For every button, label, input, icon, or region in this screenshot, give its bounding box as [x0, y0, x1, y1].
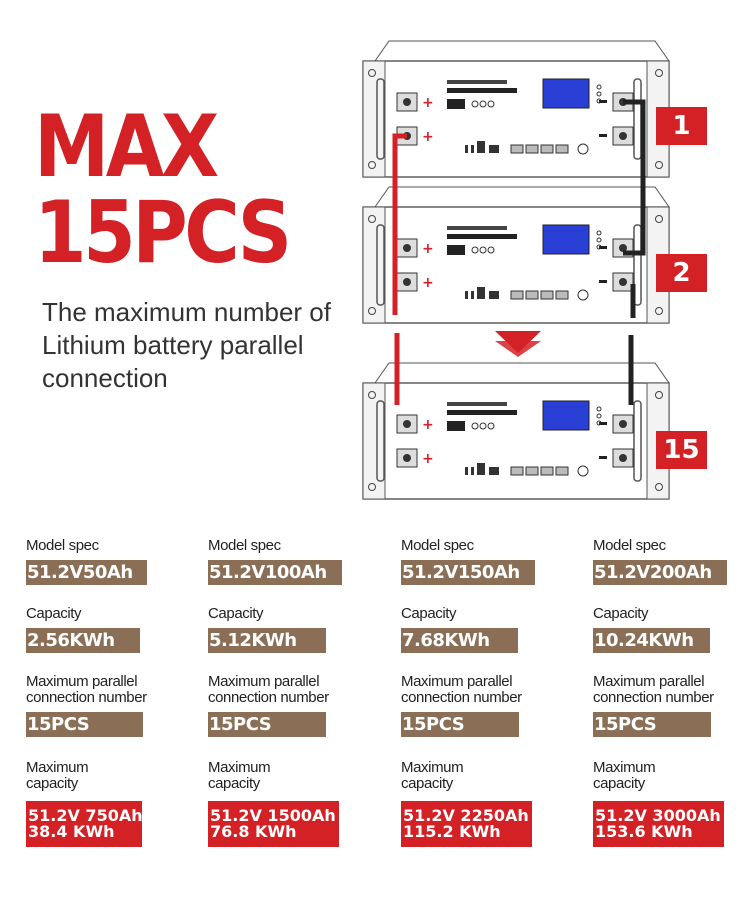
- unit-badge-1: 1: [656, 107, 707, 145]
- unit-badge-15: 15: [656, 431, 707, 469]
- max-capacity-label: Maximum capacity: [593, 759, 656, 792]
- max-parallel-label: Maximum parallel connection number: [208, 673, 329, 706]
- hero-title-line2: 15PCS: [34, 183, 292, 283]
- parallel-value: 15PCS: [26, 712, 143, 737]
- model-spec-label: Model spec: [593, 537, 666, 554]
- max-capacity-label: Maximum capacity: [26, 759, 89, 792]
- parallel-value: 15PCS: [593, 712, 711, 737]
- max-parallel-label: Maximum parallel connection number: [593, 673, 714, 706]
- max-capacity-value: 51.2V 2250Ah 115.2 KWh: [401, 801, 532, 847]
- model-spec-label: Model spec: [208, 537, 281, 554]
- battery-parallel-diagram: + +: [362, 40, 670, 500]
- capacity-label: Capacity: [208, 605, 264, 622]
- hero-title: MAX 15PCS: [34, 97, 292, 283]
- max-capacity-value: 51.2V 3000Ah 153.6 KWh: [593, 801, 724, 847]
- capacity-value: 7.68KWh: [401, 628, 518, 653]
- battery-module-1: [362, 40, 670, 178]
- capacity-value: 2.56KWh: [26, 628, 140, 653]
- negative-cable: [623, 99, 646, 405]
- positive-cable: [392, 133, 407, 405]
- max-capacity-label: Maximum capacity: [401, 759, 464, 792]
- capacity-value: 5.12KWh: [208, 628, 326, 653]
- max-parallel-label: Maximum parallel connection number: [26, 673, 147, 706]
- model-value: 51.2V150Ah: [401, 560, 535, 585]
- max-capacity-ah: 51.2V 2250Ah: [403, 806, 529, 825]
- max-capacity-kwh: 153.6 KWh: [595, 822, 693, 841]
- max-capacity-label: Maximum capacity: [208, 759, 271, 792]
- max-capacity-kwh: 38.4 KWh: [28, 822, 115, 841]
- hero-title-line1: MAX: [34, 97, 219, 197]
- capacity-label: Capacity: [401, 605, 457, 622]
- hero-subtitle: The maximum number of Lithium battery pa…: [42, 297, 331, 393]
- capacity-label: Capacity: [593, 605, 649, 622]
- unit-badge-2: 2: [656, 254, 707, 292]
- capacity-value: 10.24KWh: [593, 628, 710, 653]
- max-capacity-ah: 51.2V 750Ah: [28, 806, 143, 825]
- max-capacity-ah: 51.2V 1500Ah: [210, 806, 336, 825]
- max-parallel-label: Maximum parallel connection number: [401, 673, 522, 706]
- max-capacity-kwh: 76.8 KWh: [210, 822, 297, 841]
- capacity-label: Capacity: [26, 605, 82, 622]
- max-capacity-kwh: 115.2 KWh: [403, 822, 501, 841]
- parallel-value: 15PCS: [401, 712, 519, 737]
- model-spec-label: Model spec: [401, 537, 474, 554]
- max-capacity-value: 51.2V 1500Ah 76.8 KWh: [208, 801, 339, 847]
- model-value: 51.2V50Ah: [26, 560, 147, 585]
- model-value: 51.2V200Ah: [593, 560, 727, 585]
- model-value: 51.2V100Ah: [208, 560, 342, 585]
- max-capacity-ah: 51.2V 3000Ah: [595, 806, 721, 825]
- max-capacity-value: 51.2V 750Ah 38.4 KWh: [26, 801, 143, 847]
- parallel-value: 15PCS: [208, 712, 326, 737]
- model-spec-label: Model spec: [26, 537, 99, 554]
- battery-module-15: [362, 362, 670, 500]
